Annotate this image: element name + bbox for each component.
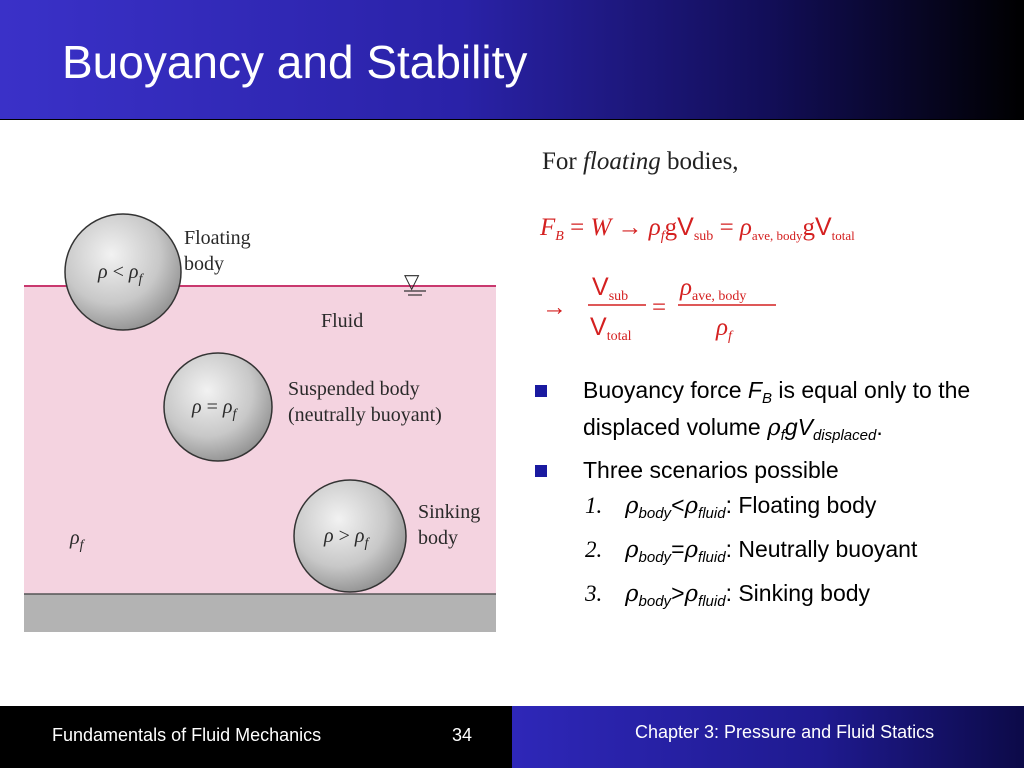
label-floating-line1: Floating [184,227,251,249]
label-floating-line2: body [184,253,224,275]
footer-right: Chapter 3: Pressure and Fluid Statics [512,706,1024,768]
floating-sphere-label: ρ < ρf [97,261,145,287]
label-suspended-line2: (neutrally buoyant) [288,404,442,426]
label-suspended-line1: Suspended body [288,378,420,400]
bullet-square-icon [535,465,547,477]
sinking-sphere [293,479,407,593]
suspended-sphere-label: ρ = ρf [191,396,239,422]
scenario-item-sinking: 3. ρbody>ρfluid: Sinking body [585,580,871,610]
fraction-2-denominator: ρf [715,314,734,344]
slide-title: Buoyancy and Stability [62,36,528,88]
free-surface-symbol: ▽ [404,271,420,293]
bullet-three-scenarios: Three scenarios possible [533,456,1003,485]
fraction-1-denominator: Vtotal [590,313,632,344]
fraction-2-numerator: ρave, body [679,274,746,304]
floating-sphere [64,213,182,331]
bullet-list: Buoyancy force FB is equal only to the d… [533,376,1003,623]
footer-page-number: 34 [452,725,473,745]
suspended-sphere [163,352,273,462]
fraction-equals: = [652,294,666,321]
fraction-1-numerator: Vsub [592,273,628,304]
label-sinking-line1: Sinking [418,501,480,523]
buoyancy-figure: ▽ ρ < ρf ρ = ρf ρ > ρf Floating body Flu… [24,213,496,632]
label-sinking-line2: body [418,527,458,549]
ground [24,594,496,632]
label-rho-f: ρf [69,527,86,553]
title-bar: Buoyancy and Stability [0,0,1024,120]
equation-intro: For floating bodies, [542,148,739,175]
bullet-square-icon [535,385,547,397]
footer-left: Fundamentals of Fluid Mechanics 34 [0,706,512,768]
equation-arrow: → [542,294,567,321]
scenario-item-neutral: 2. ρbody=ρfluid: Neutrally buoyant [585,536,918,566]
footer-course-title: Fundamentals of Fluid Mechanics [52,725,322,745]
label-fluid: Fluid [321,310,363,332]
scenario-item-floating: 1. ρbody<ρfluid: Floating body [585,492,877,522]
footer-chapter-title: Chapter 3: Pressure and Fluid Statics [635,722,935,742]
equations-block: For floating bodies, FB = W → ρfgVsub = … [539,148,855,344]
equation-buoyancy-weight: FB = W → ρfgVsub = ρave, bodygVtotal [539,213,855,244]
sinking-sphere-label: ρ > ρf [323,525,371,551]
bullet-buoyancy-force: Buoyancy force FB is equal only to the d… [533,376,1003,450]
